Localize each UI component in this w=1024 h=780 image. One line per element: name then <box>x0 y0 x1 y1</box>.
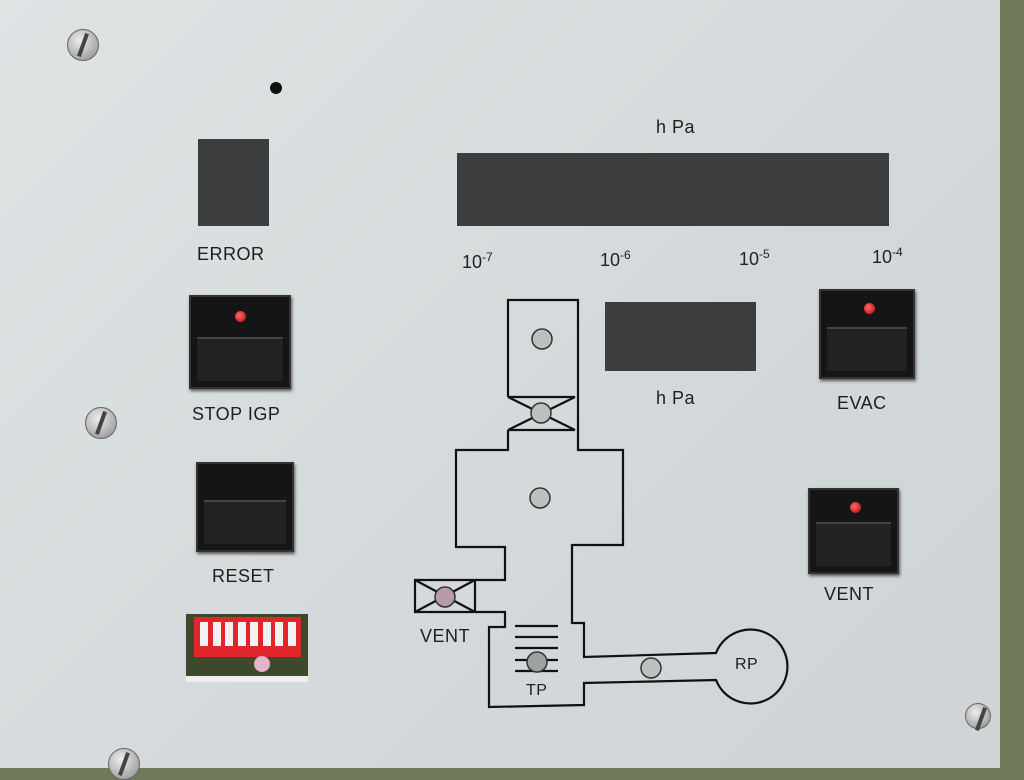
turbo-pump-icon <box>515 624 558 673</box>
led-icon <box>850 502 861 513</box>
error-label: ERROR <box>197 244 265 264</box>
led-icon <box>529 487 551 509</box>
dip-switch-lever[interactable] <box>200 622 208 646</box>
led-icon <box>235 311 246 322</box>
screw-icon <box>965 703 991 729</box>
vent-button[interactable] <box>808 488 899 574</box>
vent-label: VENT <box>824 584 875 604</box>
reset-button[interactable] <box>196 462 294 552</box>
dip-switch-lever[interactable] <box>275 622 283 646</box>
scale-tick: 10-5 <box>739 247 770 269</box>
scale-tick: 10-4 <box>872 245 903 267</box>
dip-switch-lever[interactable] <box>225 622 233 646</box>
hole-icon <box>270 82 282 94</box>
vacuum-schematic <box>413 298 789 709</box>
rp-label: RP <box>735 656 759 673</box>
led-icon <box>530 402 552 424</box>
dip-switch-lever[interactable] <box>237 622 246 646</box>
display-unit-label: h Pa <box>656 388 696 408</box>
dip-switch-lever[interactable] <box>287 622 296 646</box>
led-icon <box>531 328 553 350</box>
evac-button[interactable] <box>819 289 915 379</box>
led-icon <box>526 651 548 673</box>
scale-tick: 10-6 <box>600 248 631 270</box>
screw-icon <box>67 29 99 61</box>
gauge-unit-label: h Pa <box>656 117 696 137</box>
led-icon <box>434 586 456 608</box>
stop-igp-label: STOP IGP <box>192 404 281 424</box>
screw-icon <box>85 407 117 439</box>
dip-switch-lever[interactable] <box>262 622 271 646</box>
pressure-bargraph <box>457 153 889 226</box>
evac-label: EVAC <box>837 393 887 413</box>
led-icon <box>864 303 875 314</box>
tp-label: TP <box>526 682 548 699</box>
stop-igp-button[interactable] <box>189 295 291 389</box>
error-indicator <box>198 139 269 226</box>
valve-icon <box>507 395 576 432</box>
led-icon <box>640 657 662 679</box>
pressure-display <box>605 302 756 371</box>
dip-switch-lever[interactable] <box>250 622 258 646</box>
dip-switch[interactable] <box>186 614 308 682</box>
dip-switch-lever[interactable] <box>212 622 221 646</box>
control-panel: ERROR h Pa 10-7 10-6 10-5 10-4 h Pa STOP… <box>0 0 1000 768</box>
led-icon <box>254 656 270 672</box>
scale-tick: 10-7 <box>462 250 493 272</box>
schematic-vent-label: VENT <box>420 626 471 646</box>
reset-label: RESET <box>212 566 275 586</box>
